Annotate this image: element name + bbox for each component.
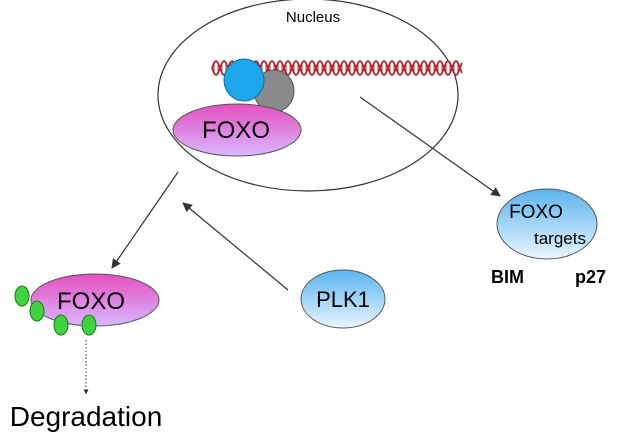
foxo-targets-label-line1: FOXO [509,202,563,223]
degradation-label: Degradation [10,401,163,432]
foxo-targets-label-line2: targets [534,229,586,248]
foxo-cytoplasmic-label: FOXO [57,288,125,315]
phospho-mark [53,314,69,336]
foxo-targets-node [496,188,598,260]
plk1-node [300,269,386,329]
plk1-action-arrow [182,202,289,291]
nuclear-export-arrow [111,171,179,269]
bim-label: BIM [491,267,524,287]
plk1-label: PLK1 [316,287,370,312]
p27-label: p27 [575,267,606,287]
nucleus-label: Nucleus [286,9,340,26]
phospho-mark [29,300,45,322]
foxo-nuclear-label: FOXO [202,117,270,144]
blue-cofactor [223,58,265,102]
transcription-arrow [359,96,501,197]
nucleus-membrane [157,0,459,192]
phospho-mark [81,314,97,336]
phospho-mark [14,285,30,307]
foxo-nuclear [172,103,302,157]
